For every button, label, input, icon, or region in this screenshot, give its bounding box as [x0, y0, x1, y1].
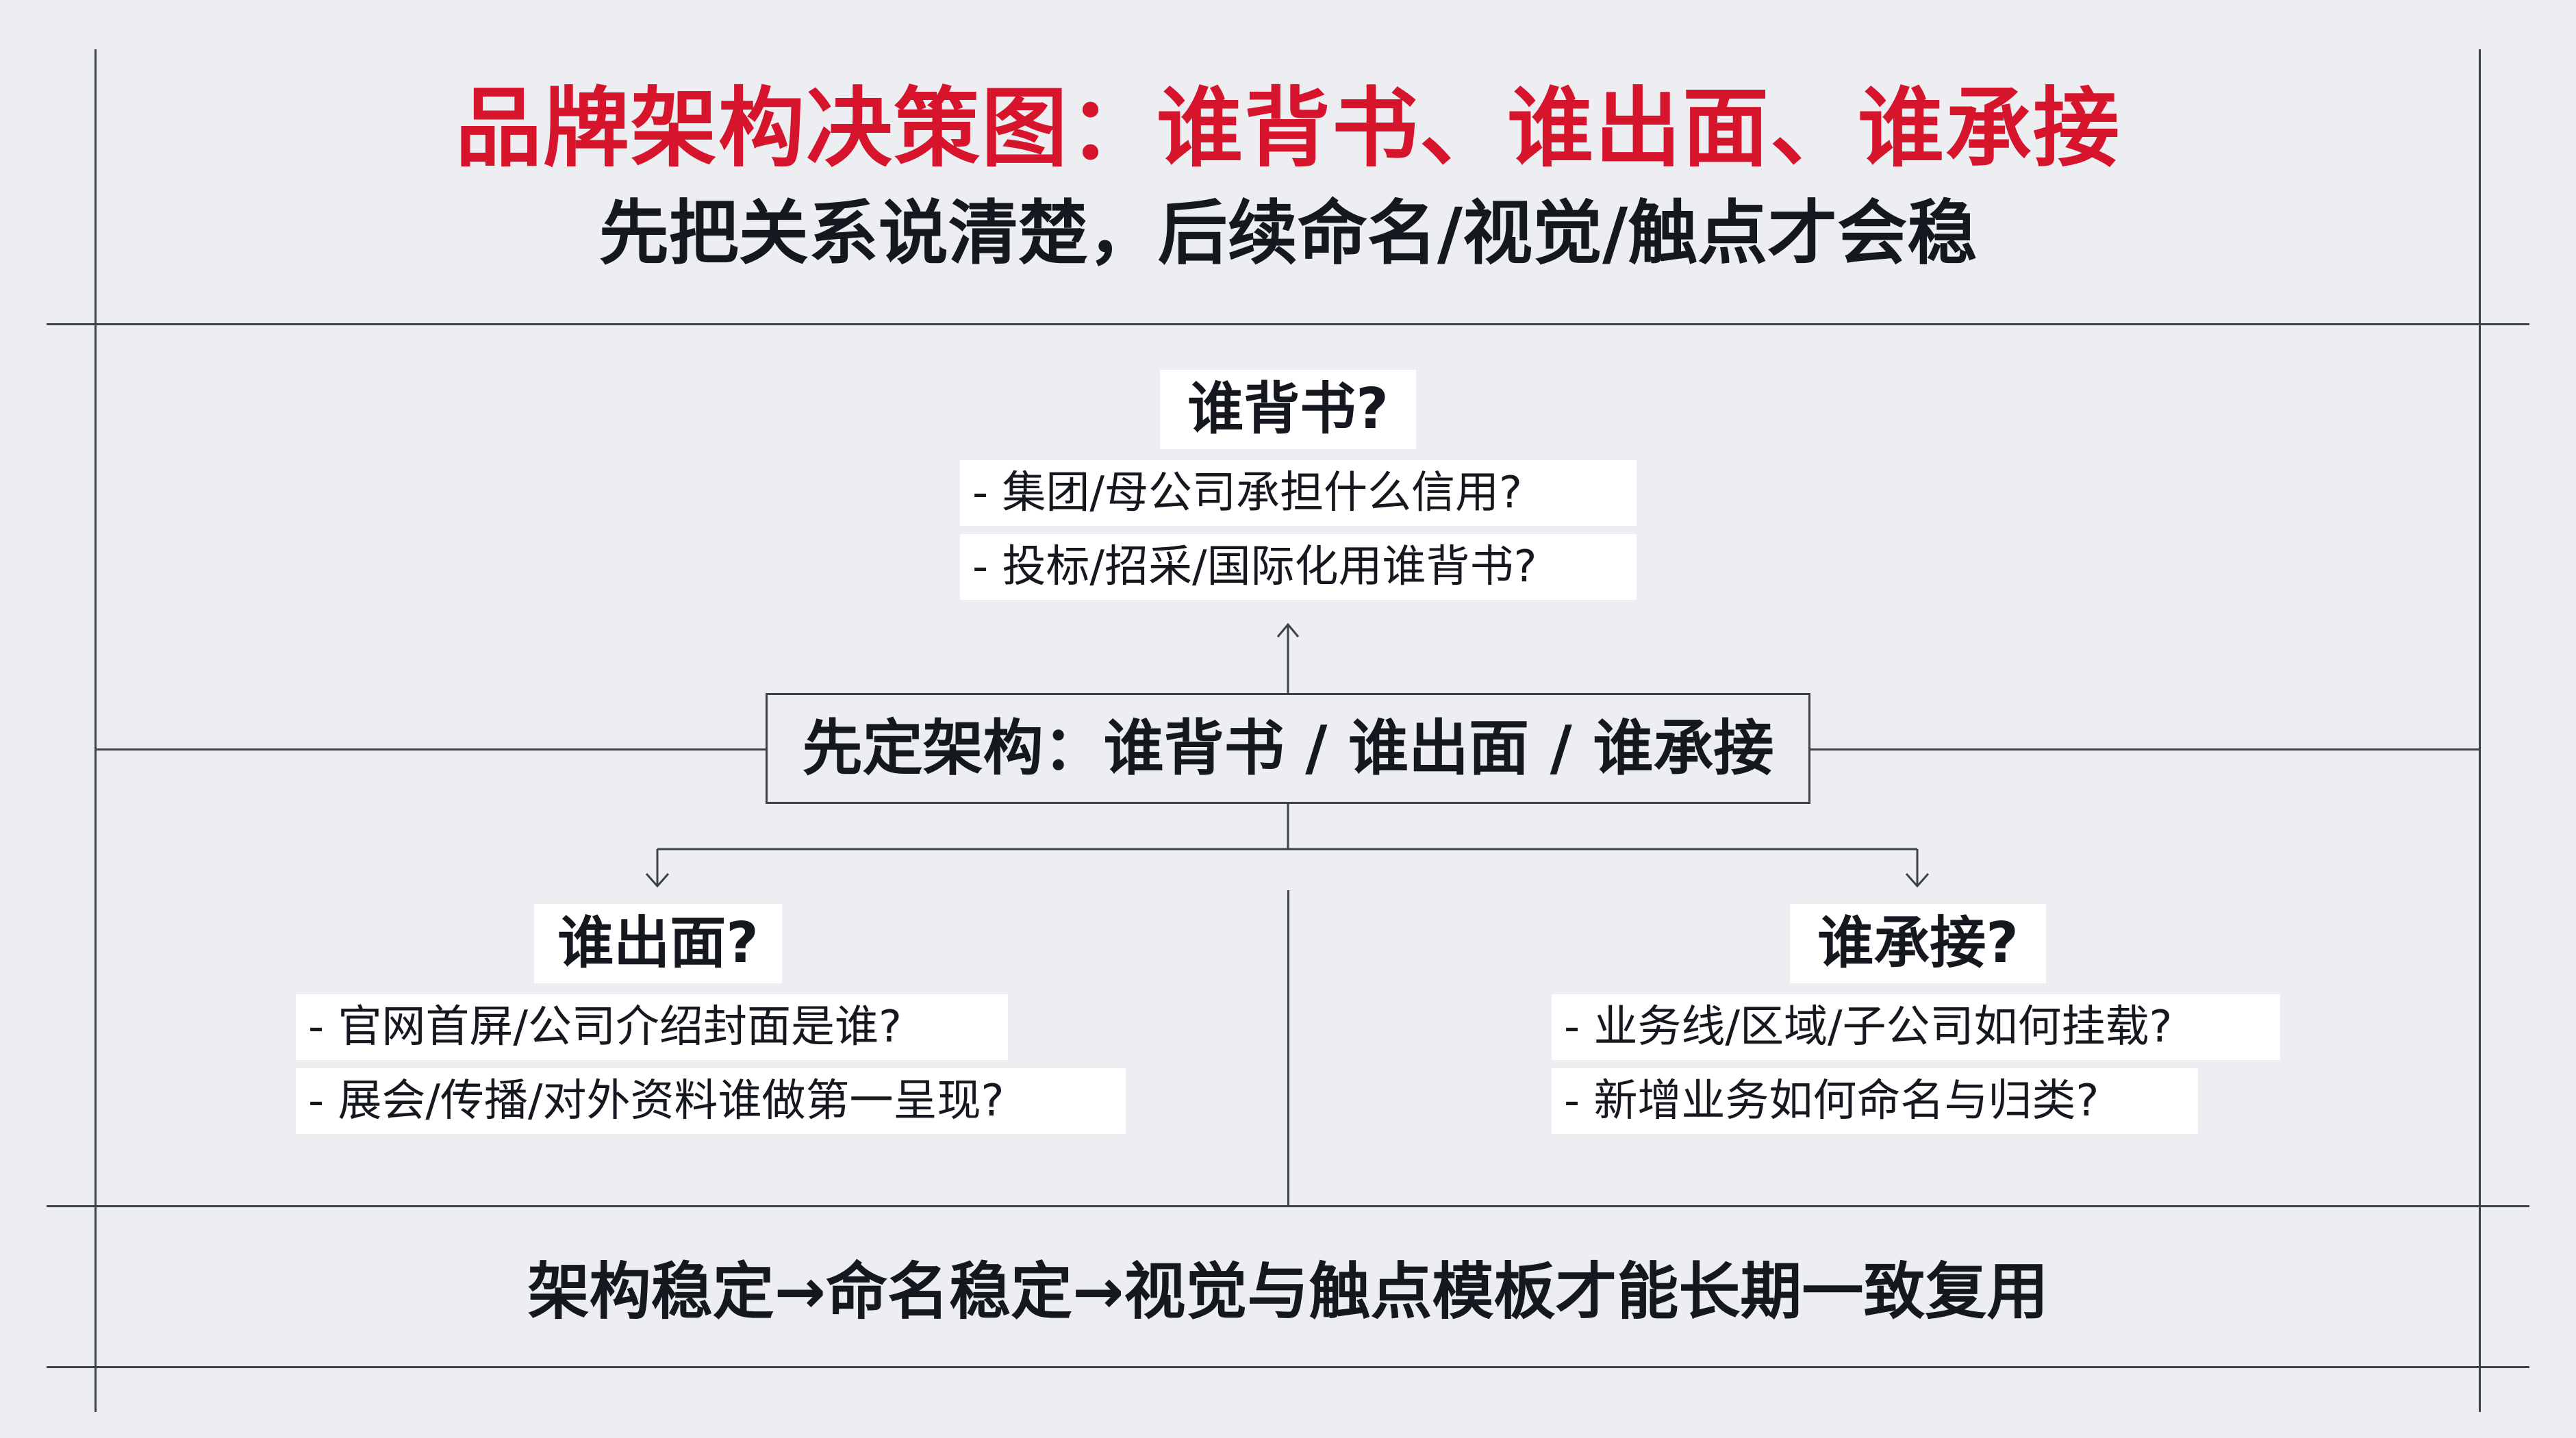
frame-line-left: [94, 49, 97, 1412]
frame-line-header-bottom: [47, 323, 2529, 325]
right-node-heading: 谁承接?: [1790, 904, 2046, 983]
frame-line-footer-top: [47, 1205, 2529, 1207]
footer-summary: 架构稳定→命名稳定→视觉与触点模板才能长期一致复用: [527, 1256, 2049, 1328]
center-node: 先定架构：谁背书 / 谁出面 / 谁承接: [766, 693, 1810, 804]
frame-line-middle-right: [1810, 748, 2479, 750]
left-node-item-1: - 官网首屏/公司介绍封面是谁?: [296, 994, 1008, 1060]
arrow-up-head: [1276, 622, 1300, 638]
left-node-heading: 谁出面?: [534, 904, 782, 983]
frame-line-middle-left: [94, 748, 766, 750]
top-node-item-1: - 集团/母公司承担什么信用?: [960, 460, 1637, 526]
top-node-heading: 谁背书?: [1160, 370, 1416, 449]
frame-line-footer-bottom: [47, 1366, 2529, 1368]
right-node-item-1: - 业务线/区域/子公司如何挂载?: [1552, 994, 2280, 1060]
arrow-right-head: [1905, 873, 1930, 888]
right-node-item-2: - 新增业务如何命名与归类?: [1552, 1068, 2198, 1134]
divider-line-center: [1287, 890, 1289, 1205]
arrow-left-head: [645, 873, 670, 888]
page-title: 品牌架构决策图：谁背书、谁出面、谁承接: [455, 78, 2121, 179]
frame-line-right: [2479, 49, 2481, 1412]
left-node-item-2: - 展会/传播/对外资料谁做第一呈现?: [296, 1068, 1126, 1134]
top-node-item-2: - 投标/招采/国际化用谁背书?: [960, 534, 1637, 600]
page-subtitle: 先把关系说清楚，后续命名/视觉/触点才会稳: [598, 193, 1978, 275]
